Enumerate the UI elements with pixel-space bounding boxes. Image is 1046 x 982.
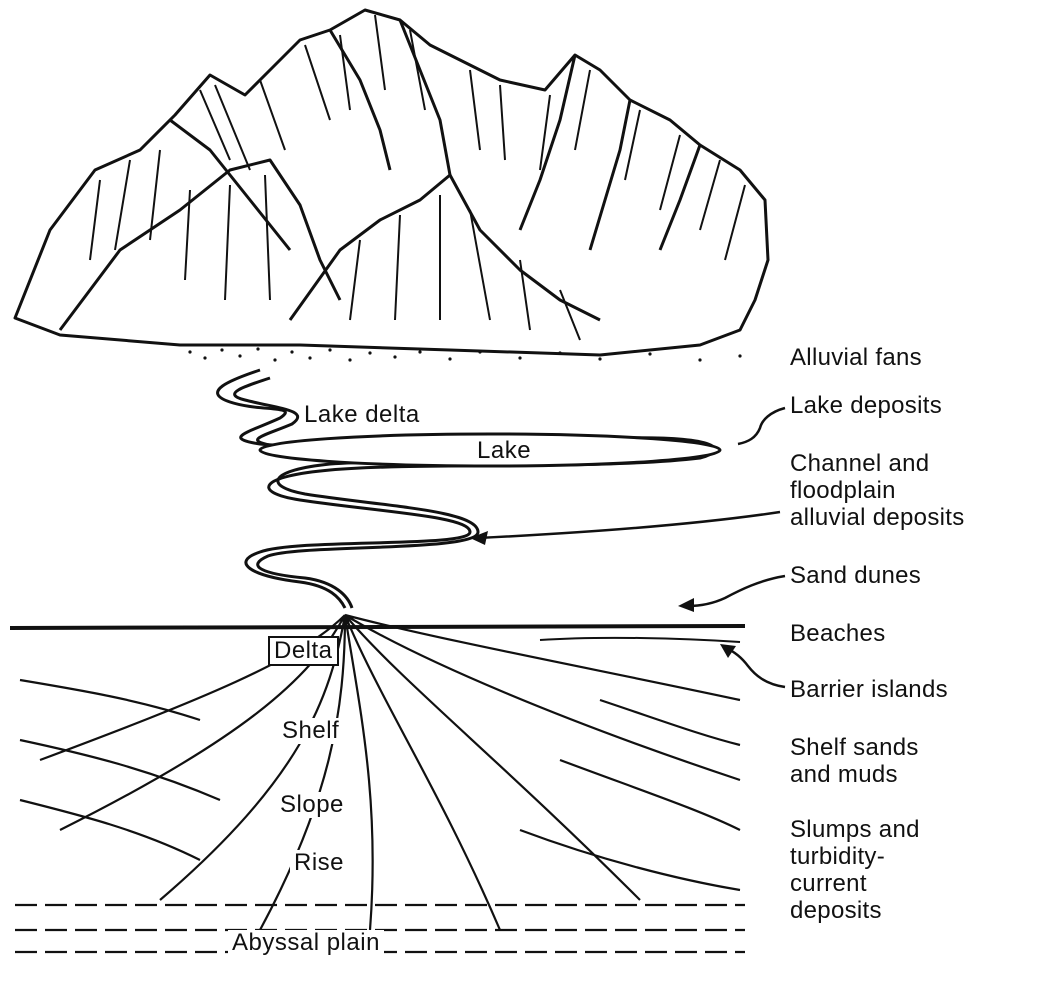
deposit-shelf-line-1: Shelf sands [790,734,919,761]
deposit-sand-dunes-text: Sand dunes [790,562,921,589]
label-abyssal-plain: Abyssal plain [228,930,384,956]
deposit-lake-deposits: Lake deposits [790,392,942,419]
river-channel [218,370,715,608]
mountain-range [15,10,768,355]
deposit-alluvial-fans-text: Alluvial fans [790,344,922,371]
label-rise: Rise [290,850,348,876]
label-lake-delta: Lake delta [300,402,424,428]
deposit-beaches-text: Beaches [790,620,886,647]
label-delta: Delta [268,636,339,666]
deposit-channel-line-1: Channel and [790,450,965,477]
deposit-channel-floodplain: Channel and floodplain alluvial deposits [790,450,965,531]
deposit-shelf-sands-muds: Shelf sands and muds [790,734,919,788]
label-shelf: Shelf [278,718,343,744]
deposit-slumps-line-4: deposits [790,897,920,924]
deposit-channel-line-2: floodplain [790,477,965,504]
deposit-barrier-islands-text: Barrier islands [790,676,948,703]
deposit-beaches: Beaches [790,620,886,647]
deposit-lake-deposits-text: Lake deposits [790,392,942,419]
label-slope: Slope [276,792,348,818]
deposit-shelf-line-2: and muds [790,761,919,788]
deposit-sand-dunes: Sand dunes [790,562,921,589]
deposit-slumps-line-2: turbidity- [790,843,920,870]
sea-floor-hatching [15,615,745,952]
deposit-slumps-line-1: Slumps and [790,816,920,843]
label-lake: Lake [473,438,535,464]
deposit-slumps-turbidity: Slumps and turbidity- current deposits [790,816,920,924]
deposit-alluvial-fans: Alluvial fans [790,344,922,371]
deposit-slumps-line-3: current [790,870,920,897]
deposit-channel-line-3: alluvial deposits [790,504,965,531]
deposit-barrier-islands: Barrier islands [790,676,948,703]
